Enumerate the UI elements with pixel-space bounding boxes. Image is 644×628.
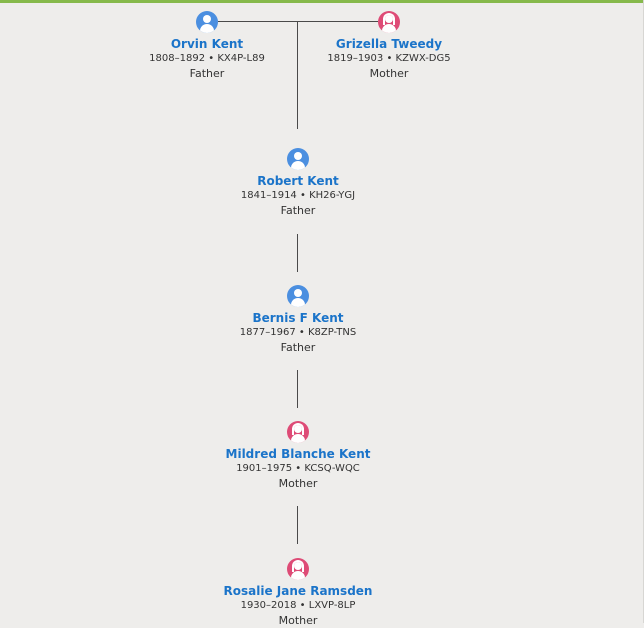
relation-label: Mother [278,614,318,627]
person-name-link[interactable]: Rosalie Jane Ramsden [223,584,373,598]
person-name-link[interactable]: Mildred Blanche Kent [225,447,371,461]
relation-label: Father [280,204,316,217]
descent-line [297,21,298,129]
person-name-link[interactable]: Grizella Tweedy [335,37,443,51]
person-lifespan-id: 1841–1914 • KH26-YGJ [240,190,356,201]
relation-label: Father [280,341,316,354]
relation-label: Mother [278,477,318,490]
person-lifespan-id: 1877–1967 • K8ZP-TNS [239,327,357,338]
male-person-icon [196,11,218,33]
descent-line [297,370,298,408]
person-card: Robert Kent 1841–1914 • KH26-YGJ Father [178,148,418,218]
person-card: Mildred Blanche Kent 1901–1975 • KCSQ-WQ… [178,421,418,491]
person-lifespan-id: 1901–1975 • KCSQ-WQC [236,463,360,474]
person-name-link[interactable]: Robert Kent [257,174,339,188]
person-lifespan-id: 1808–1892 • KX4P-L89 [149,53,265,64]
relation-label: Father [189,67,225,80]
relation-label: Mother [369,67,409,80]
person-card: Bernis F Kent 1877–1967 • K8ZP-TNS Fathe… [178,285,418,355]
person-lifespan-id: 1819–1903 • KZWX-DG5 [327,53,451,64]
person-name-link[interactable]: Bernis F Kent [252,311,344,325]
person-lifespan-id: 1930–2018 • LXVP-8LP [240,600,356,611]
descent-line [297,234,298,272]
person-card: Rosalie Jane Ramsden 1930–2018 • LXVP-8L… [178,558,418,628]
female-person-icon [378,11,400,33]
person-name-link[interactable]: Orvin Kent [170,37,244,51]
person-card-mother: Grizella Tweedy 1819–1903 • KZWX-DG5 Mot… [269,11,509,81]
descent-line [297,506,298,544]
male-person-icon [287,148,309,170]
male-person-icon [287,285,309,307]
female-person-icon [287,421,309,443]
person-card-father: Orvin Kent 1808–1892 • KX4P-L89 Father [87,11,327,81]
top-accent-bar [0,0,644,3]
female-person-icon [287,558,309,580]
couple-connector-line [218,21,378,22]
